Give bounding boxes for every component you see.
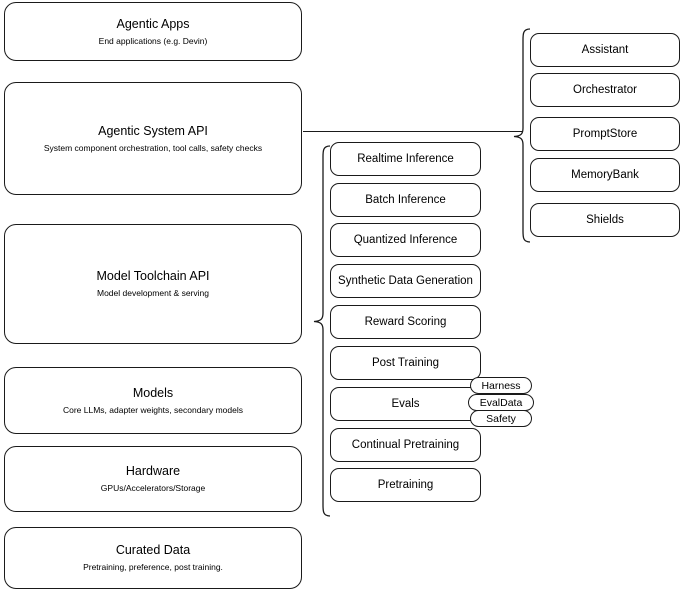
toolchain-item-label: Evals (391, 398, 420, 410)
stack-layer-title: Models (132, 385, 174, 400)
stack-layer-subtitle: End applications (e.g. Devin) (98, 35, 208, 46)
stack-layer-subtitle: GPUs/Accelerators/Storage (100, 483, 206, 493)
toolchain-item-label: Post Training (371, 357, 440, 369)
stack-layer-subtitle: System component orchestration, tool cal… (43, 142, 263, 153)
agentic-system-brace (512, 28, 532, 243)
stack-layer-title: Curated Data (115, 543, 191, 557)
system-item-assistant[interactable]: Assistant (530, 33, 680, 67)
stack-layer-agentic-system-api[interactable]: Agentic System API System component orche… (4, 82, 302, 195)
toolchain-item-evals[interactable]: Evals (330, 387, 481, 421)
evaldata-badge[interactable]: EvalData (468, 394, 534, 411)
toolchain-item-pretraining[interactable]: Pretraining (330, 468, 481, 502)
stack-layer-subtitle: Pretraining, preference, post training. (83, 562, 223, 572)
stack-layer-model-toolchain-api[interactable]: Model Toolchain API Model development & s… (4, 224, 302, 344)
toolchain-item-label: Continual Pretraining (351, 439, 460, 451)
model-toolchain-brace (312, 145, 332, 517)
toolchain-item-label: Realtime Inference (357, 153, 454, 165)
toolchain-item-batch-inference[interactable]: Batch Inference (330, 183, 481, 217)
toolchain-item-reward-scoring[interactable]: Reward Scoring (330, 305, 481, 339)
system-item-label: Assistant (581, 44, 629, 56)
toolchain-item-quantized-inference[interactable]: Quantized Inference (330, 223, 481, 257)
toolchain-item-continual-pretraining[interactable]: Continual Pretraining (330, 428, 481, 462)
toolchain-item-label: Quantized Inference (353, 234, 458, 246)
toolchain-item-post-training[interactable]: Post Training (330, 346, 481, 380)
stack-layer-title: Hardware (125, 464, 181, 478)
system-item-label: Orchestrator (573, 84, 637, 96)
safety-badge[interactable]: Safety (470, 410, 532, 427)
toolchain-item-label: Reward Scoring (364, 316, 447, 328)
stack-layer-title: Agentic Apps (116, 16, 190, 31)
toolchain-item-realtime-inference[interactable]: Realtime Inference (330, 142, 481, 176)
system-item-label: PromptStore (572, 128, 638, 140)
stack-layer-title: Model Toolchain API (96, 269, 210, 283)
stack-layer-subtitle: Model development & serving (97, 288, 209, 298)
system-item-promptstore[interactable]: PromptStore (530, 117, 680, 151)
system-api-connector (303, 131, 523, 133)
system-item-shields[interactable]: Shields (530, 203, 680, 237)
toolchain-item-label: Synthetic Data Generation (338, 275, 473, 287)
toolchain-item-label: Pretraining (377, 479, 434, 491)
harness-badge[interactable]: Harness (470, 377, 532, 394)
system-item-label: MemoryBank (571, 169, 639, 181)
toolchain-item-synthetic-data-generation[interactable]: Synthetic Data Generation (330, 264, 481, 298)
system-item-label: Shields (586, 214, 624, 226)
system-item-orchestrator[interactable]: Orchestrator (530, 73, 680, 107)
stack-layer-subtitle: Core LLMs, adapter weights, secondary mo… (62, 404, 243, 415)
toolchain-item-label: Batch Inference (365, 194, 446, 206)
stack-layer-title: Agentic System API (98, 123, 208, 138)
system-item-memorybank[interactable]: MemoryBank (530, 158, 680, 192)
